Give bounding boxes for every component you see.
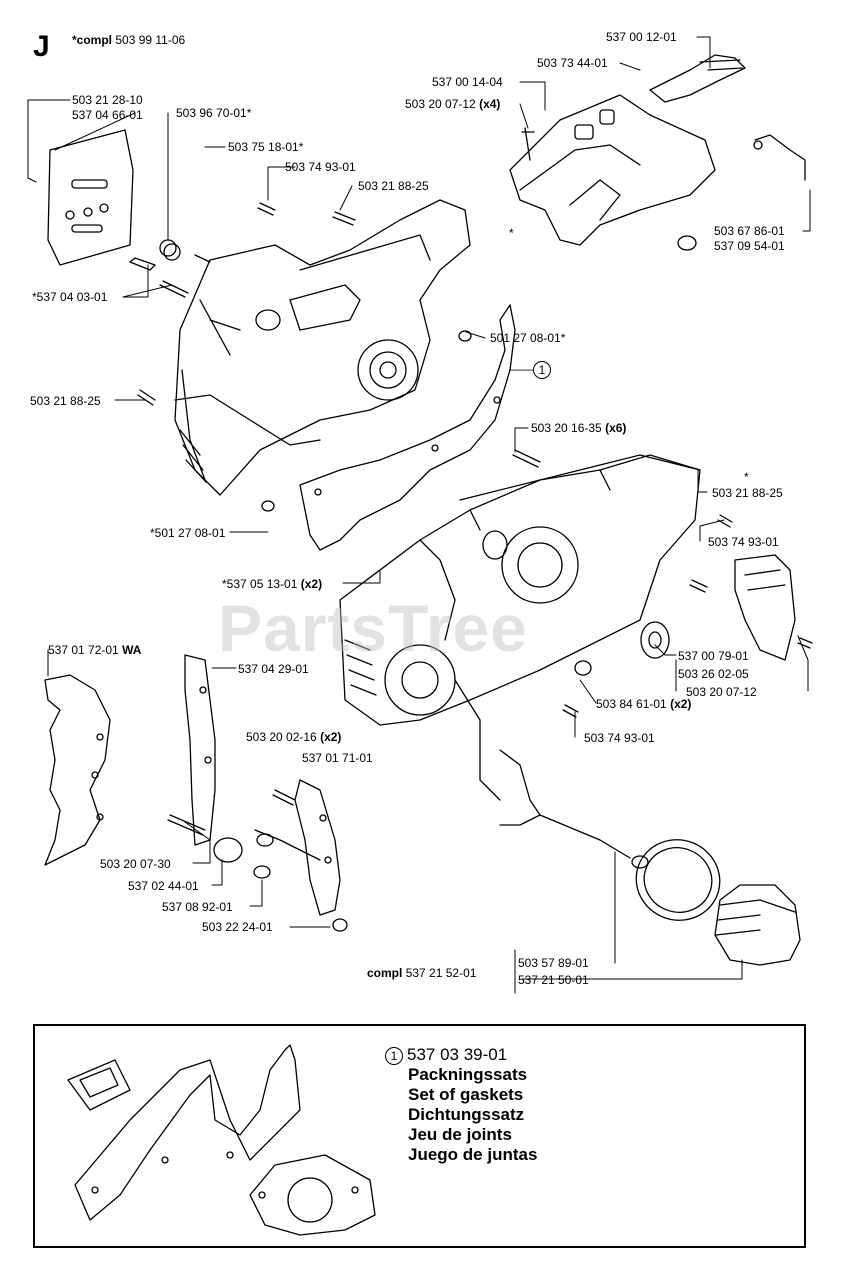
assembly-title-prefix: *compl	[72, 33, 113, 47]
assembly-title: *compl 503 99 11-06	[72, 33, 185, 47]
part-quantity: (x2)	[320, 730, 342, 744]
part-label[interactable]: 537 04 66-01	[72, 108, 143, 122]
kit-reference-circle: 1	[385, 1046, 403, 1065]
crankcase-left-half	[174, 199, 471, 496]
part-label[interactable]: 503 74 93-01	[584, 731, 655, 745]
assembly-title-number: 503 99 11-06	[115, 33, 186, 47]
part-label[interactable]: 503 75 18-01*	[228, 140, 304, 154]
section-letter: J	[33, 30, 50, 63]
part-label[interactable]: 537 00 14-04	[432, 75, 503, 89]
part-label[interactable]: 503 20 07-30	[100, 857, 171, 871]
part-label[interactable]: 537 09 54-01	[714, 239, 785, 253]
part-label[interactable]: 503 21 28-10	[72, 93, 143, 107]
part-label[interactable]: 537 21 50-01	[518, 973, 589, 987]
clutch-drum	[635, 839, 801, 966]
part-number: 503 20 16-35	[531, 421, 602, 435]
part-number: 503 20 07-12	[405, 97, 476, 111]
part-label[interactable]: 503 84 61-01 (x2)	[596, 697, 691, 711]
star-marker: *	[509, 226, 514, 240]
reference-marker: ——1	[509, 361, 555, 379]
compl-prefix: compl	[367, 966, 403, 980]
part-label[interactable]: 503 21 88-25	[30, 394, 101, 408]
part-label[interactable]: *537 04 03-01	[32, 290, 108, 304]
kit-name-spanish: Juego de juntas	[408, 1145, 538, 1164]
part-label[interactable]: 503 21 88-25	[712, 486, 783, 500]
part-label[interactable]: 503 74 93-01	[708, 535, 779, 549]
part-label[interactable]: 503 20 02-16 (x2)	[246, 730, 341, 744]
crankcase-right-half	[339, 449, 733, 726]
part-label[interactable]: 503 74 93-01	[285, 160, 356, 174]
part-label[interactable]: 537 04 29-01	[238, 662, 309, 676]
part-label[interactable]: 503 96 70-01*	[176, 106, 252, 120]
part-label[interactable]: 503 20 16-35 (x6)	[531, 421, 626, 435]
handle-bracket-top-right	[509, 54, 806, 251]
kit-name-german: Dichtungssatz	[408, 1105, 525, 1124]
part-quantity: (x6)	[605, 421, 627, 435]
side-cover-right	[734, 554, 813, 661]
star-marker: *	[744, 470, 749, 484]
reference-circle: 1	[533, 361, 551, 379]
part-number: 537 21 52-01	[405, 966, 477, 980]
gasket-kit-inset	[33, 1024, 806, 1248]
brake-lever-band	[454, 679, 649, 869]
part-quantity: (x4)	[479, 97, 501, 111]
small-parts-top-left	[129, 202, 472, 512]
part-label[interactable]: *537 05 13-01 (x2)	[222, 577, 322, 591]
kit-name-french: Jeu de joints	[408, 1125, 512, 1144]
deflector-plate	[184, 654, 216, 846]
part-label[interactable]: 503 73 44-01	[537, 56, 608, 70]
part-number: 503 20 02-16	[246, 730, 317, 744]
part-quantity: (x2)	[300, 577, 323, 591]
watermark: PartsTree	[218, 591, 528, 665]
part-label[interactable]: 537 08 92-01	[162, 900, 233, 914]
part-label[interactable]: 537 01 72-01 WA	[48, 643, 141, 657]
part-label[interactable]: 537 01 71-01	[302, 751, 373, 765]
part-suffix: WA	[122, 643, 142, 657]
part-quantity: (x2)	[670, 697, 692, 711]
kit-name-english: Set of gaskets	[408, 1085, 524, 1104]
part-label[interactable]: 503 26 02-05	[678, 667, 749, 681]
part-label[interactable]: 503 57 89-01	[518, 956, 589, 970]
kit-part-number[interactable]: 537 03 39-01	[407, 1045, 508, 1064]
part-label[interactable]: *501 27 08-01	[150, 526, 226, 540]
crankcase-gasket	[299, 304, 516, 551]
part-label[interactable]: 537 02 44-01	[128, 879, 199, 893]
gasket-set-drawings	[67, 1044, 376, 1236]
part-number: 503 84 61-01	[596, 697, 667, 711]
part-label[interactable]: 503 21 88-25	[358, 179, 429, 193]
part-label[interactable]: 537 00 12-01	[606, 30, 677, 44]
chain-guide-plate	[44, 674, 111, 866]
part-label[interactable]: 537 00 79-01	[678, 649, 749, 663]
guide-bar-small	[47, 129, 134, 266]
part-label[interactable]: 503 22 24-01	[202, 920, 273, 934]
kit-name-swedish: Packningssats	[408, 1065, 528, 1084]
part-label[interactable]: 503 20 07-12 (x4)	[405, 97, 500, 111]
part-label[interactable]: 503 67 86-01	[714, 224, 785, 238]
part-number: *537 05 13-01	[222, 577, 298, 591]
part-label[interactable]: 501 27 08-01*	[490, 331, 566, 345]
part-label[interactable]: 503 20 07-12	[686, 685, 757, 699]
part-number: 537 01 72-01	[48, 643, 119, 657]
chain-catcher-assembly	[167, 779, 348, 932]
part-label[interactable]: compl 537 21 52-01	[367, 966, 476, 980]
